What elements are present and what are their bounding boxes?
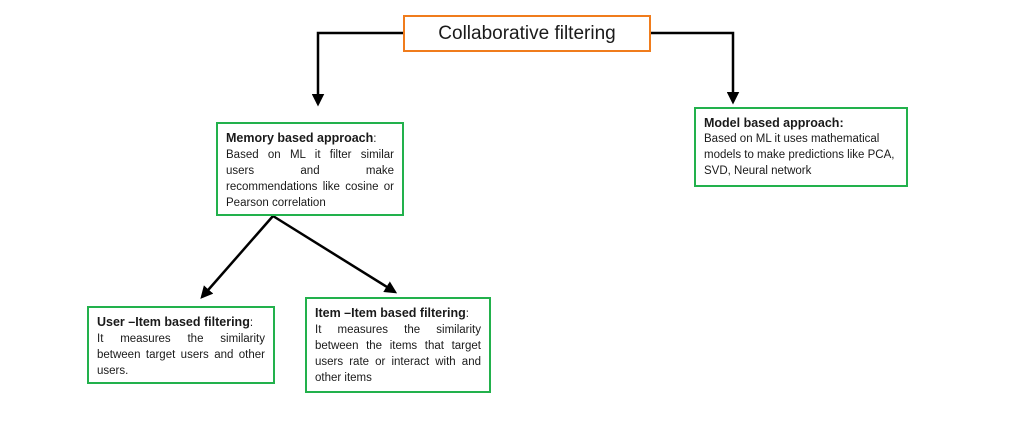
item-item-title: Item –Item based filtering [315,306,466,320]
model-node: Model based approach: Based on ML it use… [694,107,908,187]
user-item-heading: User –Item based filtering: [97,314,265,331]
memory-title: Memory based approach [226,131,374,145]
connector-root-to-memory [311,31,403,107]
item-item-node: Item –Item based filtering: It measures … [305,297,491,393]
memory-body: Based on ML it filter similar users and … [226,149,394,209]
item-item-body: It measures the similarity between the i… [315,324,481,384]
root-node: Collaborative filtering [403,15,651,52]
memory-node: Memory based approach: Based on ML it fi… [216,122,404,216]
user-item-title: User –Item based filtering [97,315,250,329]
connector-root-to-model [651,31,740,105]
item-item-title-suffix: : [465,308,469,320]
model-body: Based on ML it uses mathematical models … [704,133,895,177]
user-item-title-suffix: : [249,317,254,329]
item-item-heading: Item –Item based filtering: [315,305,481,322]
memory-heading: Memory based approach: [226,130,394,147]
memory-title-suffix: : [373,133,377,145]
connector-memory-to-user-item [200,215,274,299]
user-item-node: User –Item based filtering: It measures … [87,306,275,384]
root-title: Collaborative filtering [438,22,616,44]
user-item-body: It measures the similarity between targe… [97,333,265,377]
connector-memory-to-item-item [272,214,398,294]
model-title: Model based approach: [704,116,844,130]
